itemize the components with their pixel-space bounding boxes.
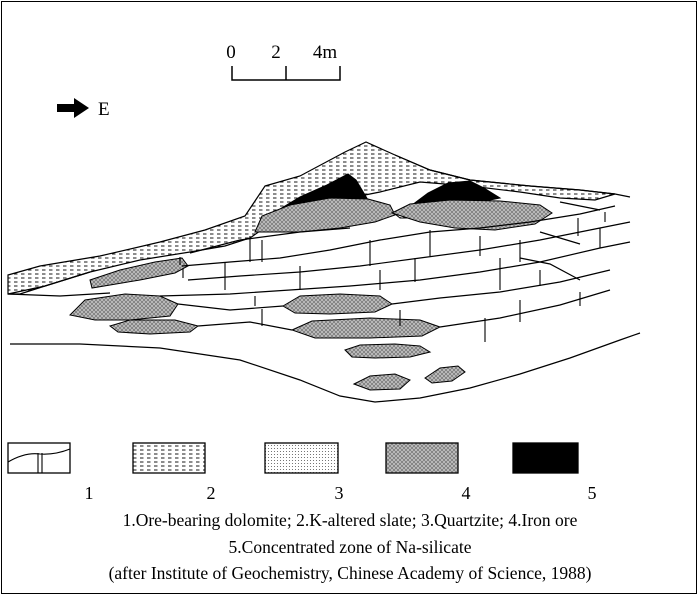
scale-tick-0: 0 [226,42,236,63]
legend-swatch-iron-ore [385,442,459,474]
iron-ore-lens [424,365,466,384]
direction-label: E [98,99,110,120]
legend-swatch-slate [132,442,206,474]
dolomite-joints [179,212,606,342]
iron-ore-lens [282,293,394,315]
direction-indicator: E [57,98,110,120]
legend-swatch-quartzite [264,442,339,474]
legend-number-3: 3 [335,483,344,503]
iron-ore-lens [344,343,432,359]
caption-line-2: 5.Concentrated zone of Na-silicate [228,537,472,557]
scale-tick-4m: 4m [313,42,338,63]
legend-number-1: 1 [85,483,94,503]
caption-line-3: (after Institute of Geochemistry, Chines… [108,563,592,583]
legend: 1 2 3 4 5 [7,442,597,503]
section-body [7,141,641,403]
iron-ore-lens [290,317,442,339]
iron-ore-lens [89,257,189,289]
legend-number-5: 5 [588,483,597,503]
scale-bar: 0 2 4m [226,42,341,81]
arrow-right-icon [57,98,89,118]
legend-swatch-dolomite [7,442,71,474]
legend-number-4: 4 [462,483,471,503]
scale-tick-2: 2 [271,42,281,63]
dolomite-bedding [7,154,641,403]
legend-number-2: 2 [207,483,216,503]
caption-line-1: 1.Ore-bearing dolomite; 2.K-altered slat… [122,510,578,530]
iron-ore-lens [352,373,411,391]
iron-ore-lens [68,293,179,321]
iron-ore-body-east [390,199,553,231]
legend-swatch-na-silicate [512,442,579,474]
iron-ore-lens [108,319,200,335]
